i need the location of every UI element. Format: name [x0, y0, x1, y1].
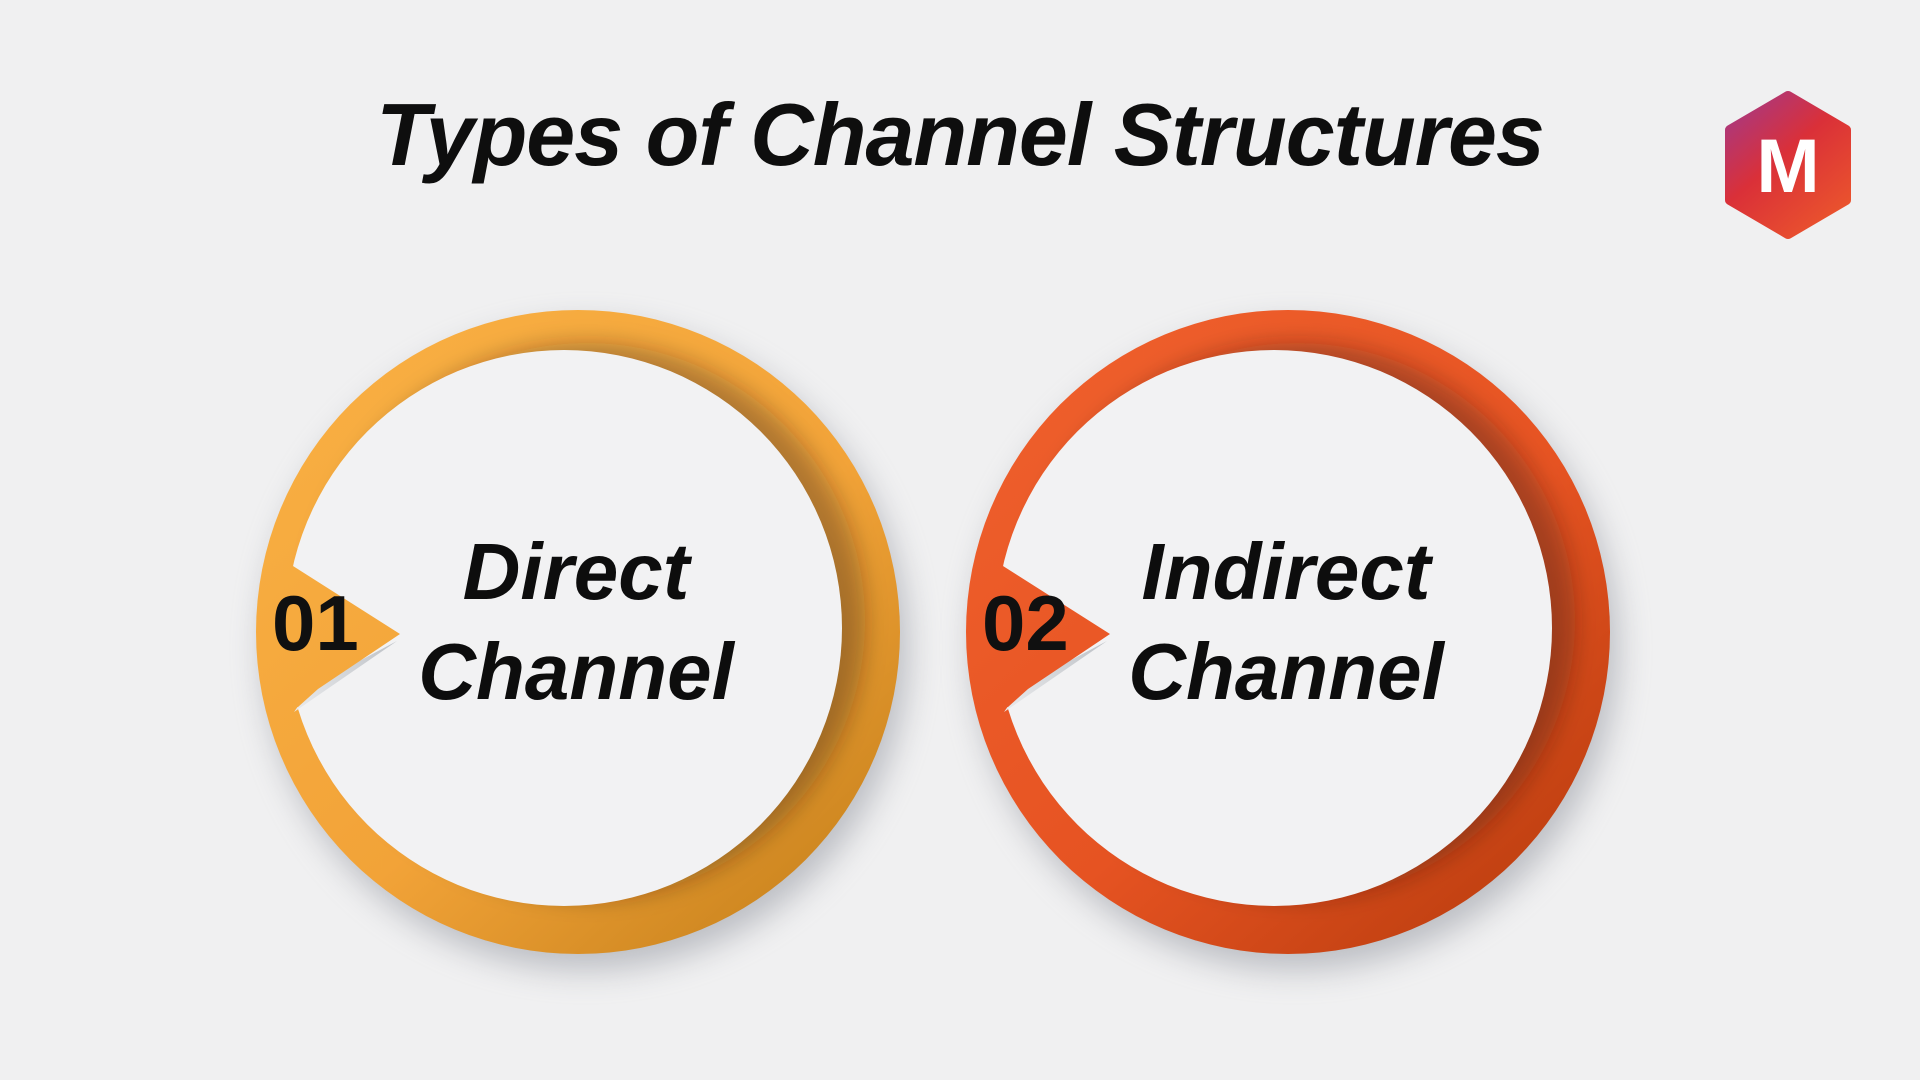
channel-label: Indirect Channel: [1128, 527, 1444, 716]
logo-hexagon: [1725, 91, 1851, 239]
page-title: Types of Channel Structures: [376, 85, 1545, 184]
ring-graphic-indirect: [966, 310, 1610, 954]
ring-graphic-direct: [256, 310, 900, 954]
fold-shadow: [1004, 641, 1107, 712]
inner-disc: [996, 350, 1552, 906]
step-number: 02: [982, 579, 1069, 667]
flag-badge: [978, 566, 1110, 707]
fold-shadow: [294, 641, 397, 712]
step-number: 01: [272, 579, 359, 667]
marketing91-logo: M: [1725, 91, 1851, 239]
inner-disc: [286, 350, 842, 906]
channel-item-indirect: 02 Indirect Channel: [964, 308, 1612, 956]
flag-badge: [268, 566, 400, 707]
channel-item-direct: 01 Direct Channel: [254, 308, 902, 956]
channel-label: Direct Channel: [418, 527, 734, 716]
logo-letter: M: [1756, 124, 1819, 209]
